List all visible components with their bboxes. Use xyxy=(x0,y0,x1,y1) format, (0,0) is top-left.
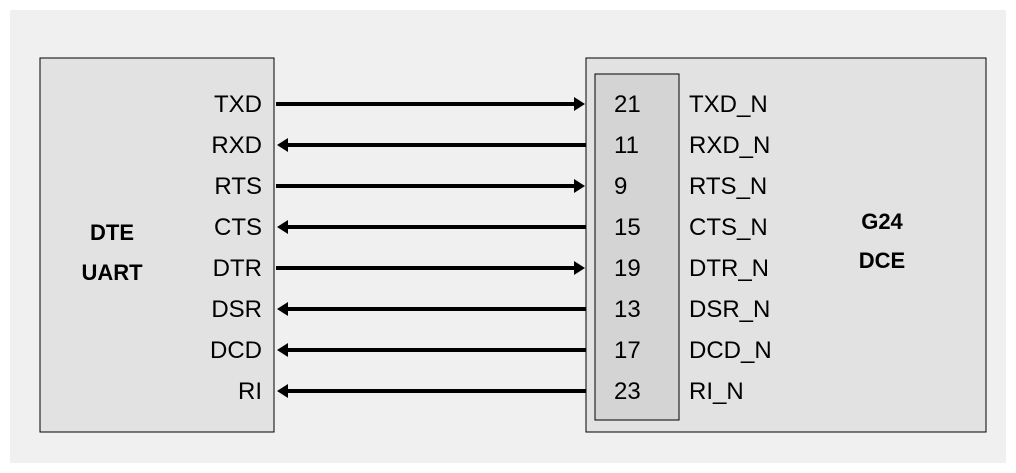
pin-number: 21 xyxy=(614,91,641,118)
pin-number: 9 xyxy=(614,173,627,200)
dce-signal-label: RI_N xyxy=(689,378,744,405)
dte-signal-label: RXD xyxy=(211,132,262,159)
pin-number: 23 xyxy=(614,378,641,405)
arrow-left-icon xyxy=(277,138,288,152)
dte-signal-label: CTS xyxy=(214,214,262,241)
signal-row: RI 23 RI_N xyxy=(238,378,744,405)
arrow-left-icon xyxy=(277,302,288,316)
signal-row: DTR 19 DTR_N xyxy=(213,255,769,282)
signal-rows: TXD 21 TXD_N RXD 11 RXD_N RTS 9 RTS_N CTS 15 CTS_N D… xyxy=(210,91,772,405)
dte-signal-label: RI xyxy=(238,378,262,405)
dce-signal-label: TXD_N xyxy=(689,91,768,118)
arrow-right-icon xyxy=(574,179,585,193)
pin-number-block xyxy=(594,73,680,421)
dce-title-line1: G24 xyxy=(861,209,903,234)
arrow-right-icon xyxy=(574,261,585,275)
g24-dce-block: G24 DCE xyxy=(585,57,987,433)
signal-row: RXD 11 RXD_N xyxy=(211,132,770,159)
dte-title-line2: UART xyxy=(81,260,143,285)
pin-number: 17 xyxy=(614,337,641,364)
dte-signal-label: DSR xyxy=(211,296,262,323)
dce-signal-label: CTS_N xyxy=(689,214,768,241)
dce-signal-label: RTS_N xyxy=(689,173,767,200)
dce-signal-label: DTR_N xyxy=(689,255,769,282)
arrow-left-icon xyxy=(277,384,288,398)
pin-number: 19 xyxy=(614,255,641,282)
arrow-left-icon xyxy=(277,220,288,234)
pin-number: 11 xyxy=(614,132,639,159)
pin-number: 13 xyxy=(614,296,641,323)
signal-row: TXD 21 TXD_N xyxy=(214,91,768,118)
pin-number: 15 xyxy=(614,214,641,241)
arrow-left-icon xyxy=(277,343,288,357)
signal-row: DSR 13 DSR_N xyxy=(211,296,770,323)
signal-row: RTS 9 RTS_N xyxy=(214,173,767,200)
dte-signal-label: DTR xyxy=(213,255,262,282)
dce-title-line2: DCE xyxy=(859,248,905,273)
dte-box xyxy=(39,57,275,433)
signal-row: DCD 17 DCD_N xyxy=(210,337,772,364)
dte-signal-label: DCD xyxy=(210,337,262,364)
dte-uart-block: DTE UART xyxy=(39,57,275,433)
dce-signal-label: DSR_N xyxy=(689,296,770,323)
dte-signal-label: RTS xyxy=(214,173,262,200)
dte-title-line1: DTE xyxy=(90,220,134,245)
dce-signal-label: DCD_N xyxy=(689,337,772,364)
dte-signal-label: TXD xyxy=(214,91,262,118)
dce-signal-label: RXD_N xyxy=(689,132,770,159)
arrow-right-icon xyxy=(574,97,585,111)
signal-row: CTS 15 CTS_N xyxy=(214,214,768,241)
